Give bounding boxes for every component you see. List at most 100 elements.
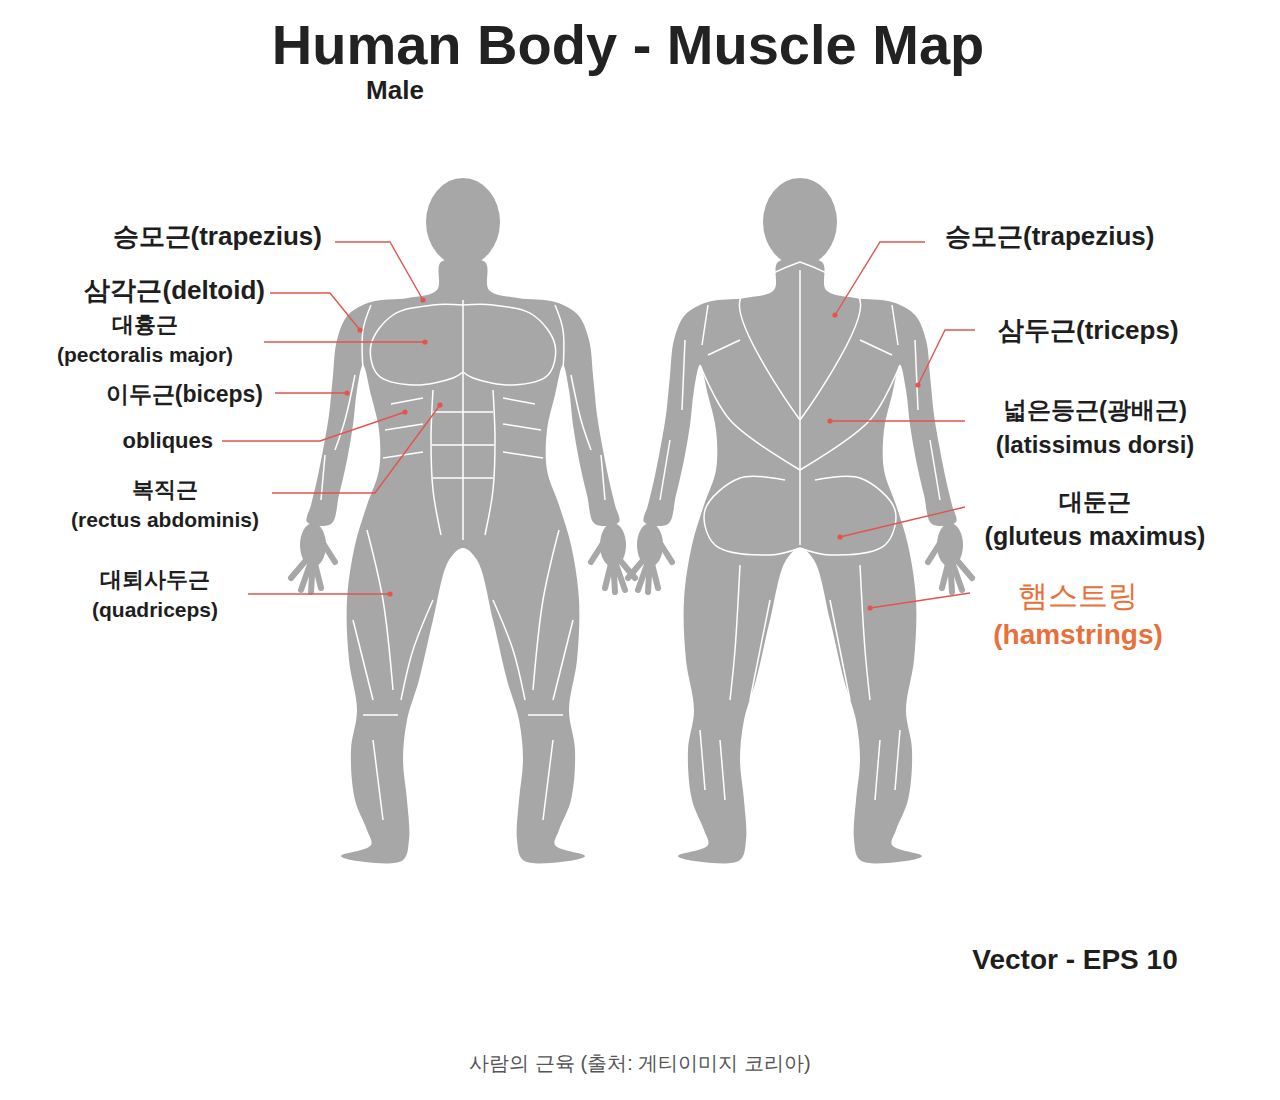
body-silhouette xyxy=(306,257,619,863)
leader-line xyxy=(335,242,423,300)
leader-dot xyxy=(422,339,427,344)
muscle-label: (hamstrings) xyxy=(993,620,1163,651)
muscle-label: (latissimus dorsi) xyxy=(996,432,1195,458)
finger xyxy=(928,540,942,562)
muscle-line xyxy=(363,714,398,716)
leader-dot xyxy=(437,402,442,407)
muscle-line xyxy=(708,340,740,355)
muscle-label: 삼두근(triceps) xyxy=(998,316,1179,345)
muscle-line xyxy=(503,452,543,458)
head xyxy=(426,178,500,266)
leader-dot xyxy=(867,605,872,610)
leader-line xyxy=(222,412,405,441)
leader-line xyxy=(248,593,390,594)
body-silhouette xyxy=(643,257,956,863)
image-caption: 사람의 근육 (출처: 게티이미지 코리아) xyxy=(469,1052,810,1074)
muscle-label: 삼각근(deltoid) xyxy=(84,276,265,305)
muscle-line xyxy=(739,262,800,420)
muscle-line xyxy=(401,600,433,700)
muscle-line xyxy=(800,365,900,470)
muscle-line xyxy=(432,444,494,446)
muscle-line xyxy=(930,440,940,500)
head xyxy=(763,178,837,266)
leader-dot xyxy=(402,409,407,414)
leader-dot xyxy=(915,382,920,387)
muscle-label: (quadriceps) xyxy=(92,598,218,621)
muscle-line xyxy=(860,340,892,355)
muscle-label: 복직근 xyxy=(132,478,198,502)
muscle-line xyxy=(660,440,670,500)
finger xyxy=(313,556,321,588)
muscle-line xyxy=(433,411,493,413)
muscle-line xyxy=(543,740,553,820)
muscle-line xyxy=(892,305,898,345)
muscle-line xyxy=(503,398,535,404)
muscle-line xyxy=(720,740,725,800)
muscle-label: 대흉근 xyxy=(112,313,178,337)
leader-line xyxy=(840,507,965,537)
leader-dot xyxy=(387,591,392,596)
muscle-label: (gluteus maximus) xyxy=(985,523,1206,551)
finger xyxy=(591,540,605,562)
leader-line xyxy=(870,593,970,608)
muscle-line xyxy=(462,300,464,540)
leader-lines xyxy=(222,242,975,611)
muscle-line xyxy=(335,375,355,450)
muscle-line xyxy=(800,262,861,420)
muscle-label: 승모근(trapezius) xyxy=(945,222,1154,251)
muscle-line xyxy=(601,455,605,500)
muscle-label: 승모근(trapezius) xyxy=(113,222,322,251)
finger xyxy=(650,556,658,588)
muscle-line xyxy=(370,304,463,385)
muscle-line xyxy=(704,476,800,555)
muscle-line xyxy=(503,424,541,430)
leader-line xyxy=(830,420,965,421)
muscle-label: 이두근(biceps) xyxy=(106,382,263,407)
muscle-line xyxy=(528,714,563,716)
front-figure xyxy=(291,178,635,863)
leader-line xyxy=(264,341,425,342)
leader-dot xyxy=(420,297,425,302)
muscle-line xyxy=(433,477,493,479)
muscle-line xyxy=(362,305,371,370)
muscle-line xyxy=(702,305,708,345)
muscle-line xyxy=(385,424,423,430)
muscle-label: 넓은등근(광배근) xyxy=(1003,397,1187,423)
muscle-line xyxy=(353,620,373,700)
muscle-line xyxy=(553,620,573,700)
muscle-label: 대둔근 xyxy=(1059,489,1131,515)
muscle-label: 햄스트링 xyxy=(1018,579,1138,612)
muscle-label: 대퇴사두근 xyxy=(100,568,210,592)
muscle-line xyxy=(799,270,801,545)
muscle-line xyxy=(463,304,556,385)
muscle-line xyxy=(373,740,383,820)
subtitle: Male xyxy=(366,76,424,105)
leader-line xyxy=(835,242,925,315)
leader-dot xyxy=(344,390,349,395)
diagram-title: Human Body - Muscle Map xyxy=(272,14,985,76)
muscle-label: (pectoralis major) xyxy=(57,343,233,366)
muscle-line xyxy=(700,365,800,470)
muscle-label: (rectus abdominis) xyxy=(71,508,259,531)
finger xyxy=(658,540,672,562)
leader-dot xyxy=(357,327,362,332)
muscle-line xyxy=(555,305,564,370)
muscle-line xyxy=(830,600,850,700)
leader-dot xyxy=(837,534,842,539)
muscle-line xyxy=(895,730,900,790)
leader-dot xyxy=(827,418,832,423)
muscle-line xyxy=(750,600,770,700)
muscle-line xyxy=(875,740,880,800)
finger xyxy=(605,556,613,588)
leader-line xyxy=(275,392,347,393)
muscle-line xyxy=(682,340,685,410)
muscle-line xyxy=(367,530,393,690)
leader-line xyxy=(270,293,360,330)
muscle-line xyxy=(391,398,423,404)
muscle-label: obliques xyxy=(123,429,213,453)
muscle-line xyxy=(730,565,740,700)
muscle-line xyxy=(800,476,896,555)
muscle-line xyxy=(915,340,918,410)
muscle-line xyxy=(571,375,591,450)
